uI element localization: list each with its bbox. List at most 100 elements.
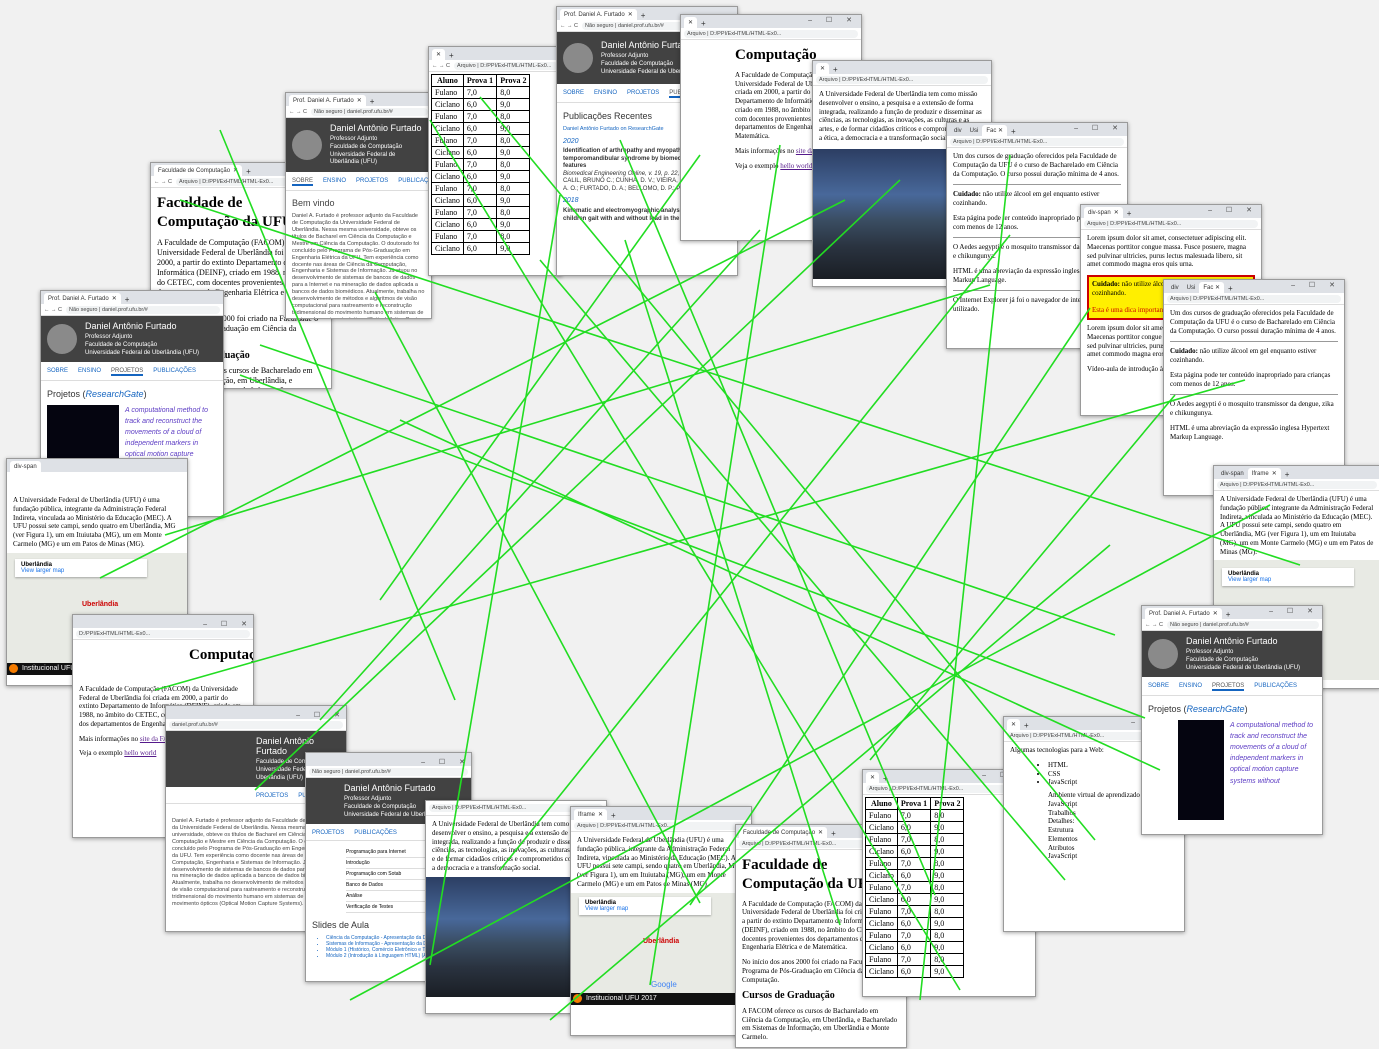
video-title[interactable]: Institucional UFU 2017 <box>22 665 93 672</box>
nav-arrows-icon[interactable]: ← → C <box>1145 621 1164 628</box>
facom-link[interactable]: site da FACOM <box>139 734 185 743</box>
browser-tab[interactable]: div <box>1171 284 1179 291</box>
browser-tab[interactable]: div <box>954 127 962 134</box>
tab-projetos[interactable]: PROJETOS <box>356 178 389 185</box>
new-tab-button[interactable]: + <box>1225 610 1231 619</box>
new-tab-button[interactable]: + <box>701 19 706 28</box>
project-description[interactable]: A computational method to track and reco… <box>1230 721 1314 785</box>
new-tab-button[interactable]: + <box>246 167 251 176</box>
browser-tab[interactable]: Fac ✕ <box>1199 282 1225 293</box>
window-controls[interactable]: – ☐ ✕ <box>421 759 471 766</box>
view-larger-map-link[interactable]: View larger map <box>21 567 65 574</box>
browser-tab[interactable]: Iframe ✕ <box>1247 468 1281 479</box>
address-bar[interactable]: Arquivo | D:/PPI/ExHTML/HTML-Ex0... <box>816 75 988 84</box>
tab-projetos[interactable]: PROJETOS <box>312 830 345 837</box>
browser-tab[interactable]: ✕ <box>432 49 446 60</box>
browser-tab[interactable]: Iframe ✕ <box>574 809 608 820</box>
address-bar[interactable]: Não seguro | daniel.prof.ufu.br/# <box>1167 620 1319 629</box>
tab-projetos[interactable]: PROJETOS <box>256 793 289 800</box>
new-tab-button[interactable]: + <box>1126 209 1132 218</box>
browser-tab[interactable]: Usi <box>1186 284 1196 291</box>
address-bar[interactable]: Arquivo | D:/PPI/ExHTML/HTML-Ex0... <box>1217 480 1377 489</box>
browser-tab[interactable]: Prof. Daniel A. Furtado ✕ <box>44 293 121 304</box>
video-title[interactable]: Institucional UFU 2017 <box>586 995 657 1002</box>
tab-ensino[interactable]: ENSINO <box>323 178 347 185</box>
tab-publicacoes[interactable]: PUBLICAÇÕES <box>1254 683 1297 690</box>
address-bar[interactable]: Não seguro | daniel.prof.ufu.br/# <box>582 21 734 30</box>
tab-sobre[interactable]: SOBRE <box>563 90 585 97</box>
window-iframe-bottom[interactable]: Iframe ✕+ Arquivo | D:/PPI/ExHTML/HTML-E… <box>570 806 752 1036</box>
hello-world-link[interactable]: hello world <box>124 749 157 758</box>
new-tab-button[interactable]: + <box>1228 284 1233 293</box>
new-tab-button[interactable]: + <box>1284 470 1290 479</box>
address-bar[interactable]: Arquivo | D:/PPI/ExHTML/HTML-Ex0... <box>1084 219 1258 228</box>
address-bar[interactable]: Arquivo | D:/PPI/ExHTML/HTML-Ex0... <box>574 821 748 830</box>
researchgate-link[interactable]: ResearchGate <box>1186 704 1245 715</box>
browser-tab[interactable]: Prof. Daniel A. Furtado ✕ <box>1145 608 1222 619</box>
window-controls[interactable]: – ☐ ✕ <box>203 621 253 628</box>
nav-arrows-icon[interactable]: ← → C <box>289 108 308 115</box>
browser-tab[interactable]: Faculdade de Computação ✕ <box>739 827 828 838</box>
browser-tab[interactable]: Prof. Daniel A. Furtado ✕ <box>289 95 366 106</box>
address-bar[interactable]: Não seguro | daniel.prof.ufu.br/# <box>311 107 428 116</box>
tab-sobre[interactable]: SOBRE <box>1148 683 1170 690</box>
new-tab-button[interactable]: + <box>449 51 454 60</box>
browser-tab[interactable]: Faculdade de Computação ✕ <box>154 165 243 176</box>
tab-publicacoes[interactable]: PUBLICAÇÕES <box>153 368 196 375</box>
nav-arrows-icon[interactable]: ← → C <box>154 178 173 185</box>
new-tab-button[interactable]: + <box>831 829 836 838</box>
window-controls[interactable]: – ☐ ✕ <box>1291 282 1341 289</box>
browser-tab[interactable]: Usi <box>969 127 979 134</box>
new-tab-button[interactable]: + <box>1024 721 1029 730</box>
address-bar[interactable]: Não seguro | daniel.prof.ufu.br/# <box>309 767 468 776</box>
hello-world-link[interactable]: hello world <box>780 161 813 170</box>
address-bar[interactable]: Não seguro | daniel.prof.ufu.br/# <box>66 305 220 314</box>
new-tab-button[interactable]: + <box>1011 127 1016 136</box>
window-controls[interactable]: – ☐ ✕ <box>1208 207 1258 214</box>
address-bar[interactable]: Arquivo | D:/PPI/ExHTML/HTML-Ex0... <box>454 61 558 70</box>
window-controls[interactable]: – ☐ ✕ <box>808 17 858 24</box>
browser-tab[interactable]: div-span <box>10 461 41 472</box>
tab-publicacoes[interactable]: PUBLICAÇÕES <box>354 830 397 837</box>
address-bar[interactable]: Arquivo | D:/PPI/ExHTML/HTML-Ex0... <box>684 29 858 38</box>
browser-tab[interactable]: Prof. Daniel A. Furtado ✕ <box>560 9 637 20</box>
address-bar[interactable]: Arquivo | D:/PPI/ExHTML/HTML-Ex0... <box>950 137 1124 146</box>
tab-ensino[interactable]: ENSINO <box>594 90 618 97</box>
nav-arrows-icon[interactable]: ← → C <box>44 306 63 313</box>
browser-tab[interactable]: div-span ✕ <box>1084 207 1123 218</box>
new-tab-button[interactable]: + <box>640 11 646 20</box>
view-larger-map-link[interactable]: View larger map <box>1228 577 1272 584</box>
address-bar[interactable]: D:/PPI/ExHTML/HTML-Ex0... <box>76 629 250 638</box>
tab-publicacoes[interactable]: PUBLICAÇÕES <box>398 178 431 185</box>
new-tab-button[interactable]: + <box>369 97 375 106</box>
browser-tab[interactable]: Fac ✕ <box>982 125 1008 136</box>
tab-projetos[interactable]: PROJETOS <box>1212 683 1245 692</box>
new-tab-button[interactable]: + <box>883 774 888 783</box>
browser-tab[interactable]: div-span <box>1221 470 1244 477</box>
browser-tab[interactable]: ✕ <box>816 63 830 74</box>
address-bar[interactable]: Arquivo | D:/PPI/ExHTML/HTML-Ex0... <box>1167 294 1341 303</box>
window-controls[interactable]: – ☐ ✕ <box>296 712 346 719</box>
tab-ensino[interactable]: ENSINO <box>78 368 102 375</box>
browser-tab[interactable]: ✕ <box>684 17 698 28</box>
nav-arrows-icon[interactable]: ← → C <box>432 62 451 69</box>
nav-arrows-icon[interactable]: ← → C <box>560 22 579 29</box>
view-larger-map-link[interactable]: View larger map <box>585 905 629 912</box>
window-controls[interactable]: – ☐ ✕ <box>1269 608 1319 615</box>
tab-ensino[interactable]: ENSINO <box>1179 683 1203 690</box>
browser-tab[interactable]: ✕ <box>1007 719 1021 730</box>
tab-projetos[interactable]: PROJETOS <box>111 368 144 377</box>
tab-projetos[interactable]: PROJETOS <box>627 90 660 97</box>
window-controls[interactable]: – ☐ ✕ <box>1074 125 1124 132</box>
new-tab-button[interactable]: + <box>833 65 838 74</box>
new-tab-button[interactable]: + <box>611 811 616 820</box>
address-bar[interactable]: daniel.prof.ufu.br/# <box>169 720 343 729</box>
tab-sobre[interactable]: SOBRE <box>47 368 69 375</box>
new-tab-button[interactable]: + <box>124 295 130 304</box>
tab-sobre[interactable]: SOBRE <box>292 178 314 187</box>
researchgate-link[interactable]: ResearchGate <box>85 389 144 400</box>
